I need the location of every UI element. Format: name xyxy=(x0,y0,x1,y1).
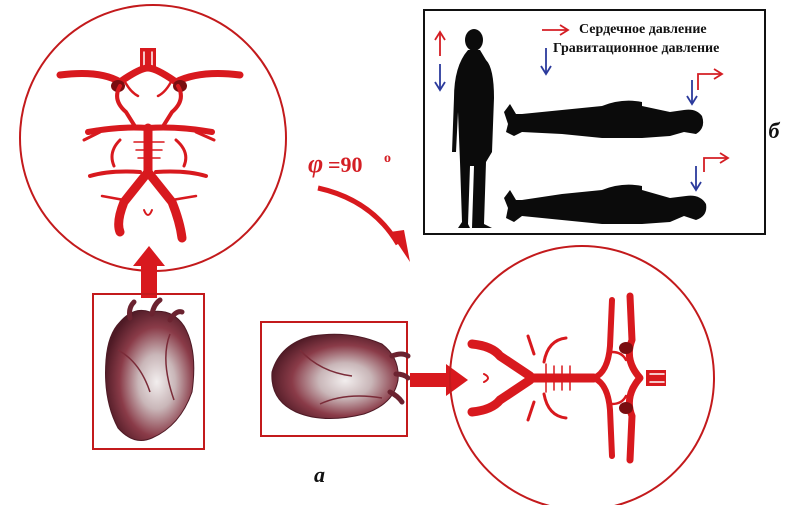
lower-artery-circle xyxy=(450,246,714,505)
rotation-symbol: φ xyxy=(308,149,323,178)
upright-heart-box xyxy=(93,294,204,449)
standing-cardiac-arrow xyxy=(435,32,445,56)
cardiac-pressure-label: Сердечное давление xyxy=(579,22,707,38)
panel-a-letter: а xyxy=(314,462,325,487)
rotation-value: =90 xyxy=(328,152,363,177)
up-arrow xyxy=(133,246,165,298)
right-arrow xyxy=(410,364,468,396)
horizontal-heart-box xyxy=(261,322,408,436)
heart-icon xyxy=(272,334,408,418)
upper-artery-circle xyxy=(20,5,286,271)
lying1-cardiac-arrow xyxy=(698,69,722,90)
artery-tree-icon xyxy=(60,48,240,238)
lying2-gravity-arrow xyxy=(691,166,701,190)
lying1-gravity-arrow xyxy=(687,80,697,104)
rotation-label: φ =90 o xyxy=(308,149,391,178)
gravity-pressure-legend-arrow xyxy=(541,48,551,74)
lying2-cardiac-arrow xyxy=(704,153,728,172)
rotation-degree: o xyxy=(384,151,391,166)
lying-person-icon xyxy=(504,101,703,138)
cardiac-pressure-legend-arrow xyxy=(542,25,568,35)
artery-tree-icon xyxy=(472,296,666,460)
standing-gravity-arrow xyxy=(435,64,445,90)
standing-person-icon xyxy=(452,29,494,228)
posture-panel: Сердечное давление Гравитационное давлен… xyxy=(423,9,766,235)
gravity-pressure-label: Гравитационное давление xyxy=(553,41,719,57)
lying-person-icon xyxy=(504,185,706,224)
heart-icon xyxy=(106,300,194,440)
rotation-arrow xyxy=(318,188,410,262)
panel-b-letter: б xyxy=(769,118,781,143)
